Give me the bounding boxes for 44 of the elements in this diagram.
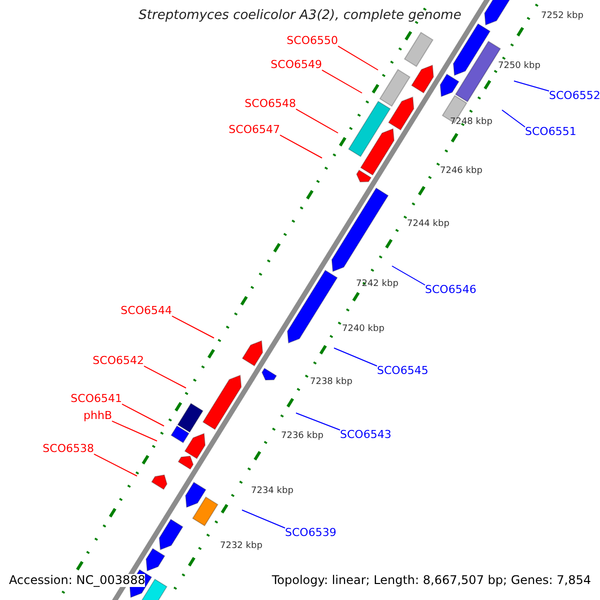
leader-line <box>392 266 426 286</box>
gene-label: SCO6538 <box>42 443 94 456</box>
scale-label: 7252 kbp <box>541 12 584 22</box>
scale-label: 7234 kbp <box>251 487 294 497</box>
leader-line <box>122 404 164 426</box>
scale-label: 7236 kbp <box>281 432 324 442</box>
scale-label: 7248 kbp <box>450 118 492 128</box>
gene-label: SCO6539 <box>285 527 336 540</box>
leader-line <box>280 134 322 158</box>
scale-label: 7232 kbp <box>220 542 262 552</box>
gene-label: SCO6550 <box>286 35 338 48</box>
leader-line <box>502 110 526 128</box>
gene-label: SCO6551 <box>525 126 576 138</box>
accession-text: Accession: NC_003888 <box>9 574 146 588</box>
gene-label: SCO6548 <box>244 98 296 110</box>
leader-line <box>338 46 378 70</box>
scale-label: 7244 kbp <box>407 220 450 230</box>
gene-label: SCO6546 <box>425 284 476 296</box>
scale-label: 7246 kbp <box>440 167 482 177</box>
scale-label: 7238 kbp <box>310 378 352 388</box>
scale-label: 7240 kbp <box>342 325 384 335</box>
leader-line <box>514 80 550 92</box>
leader-line <box>172 316 214 338</box>
gene-label: SCO6542 <box>92 355 144 368</box>
gene-label: SCO6541 <box>70 393 122 406</box>
gene-label: SCO6549 <box>270 59 322 72</box>
leader-line <box>296 108 338 134</box>
leader-line <box>242 510 286 528</box>
gene-label: SCO6552 <box>549 90 600 102</box>
leader-line <box>94 454 138 476</box>
scale-label: 7250 kbp <box>498 62 540 72</box>
scale-label: 7242 kbp <box>356 280 398 290</box>
leader-line <box>112 420 158 442</box>
leader-line <box>296 412 340 430</box>
gene-label: phhB <box>84 410 112 422</box>
leader-line <box>334 348 378 366</box>
genome-title: Streptomyces coelicolor A3(2), complete genome <box>138 9 462 24</box>
leader-line <box>144 366 186 388</box>
gene-label: SCO6543 <box>340 429 392 442</box>
leader-line <box>322 70 362 94</box>
gene-label: SCO6544 <box>120 305 172 318</box>
topology-text: Topology: linear; Length: 8,667,507 bp; Genes: 7,854 <box>272 574 591 588</box>
gene-label: SCO6547 <box>228 124 280 136</box>
gene-label: SCO6545 <box>377 365 428 378</box>
